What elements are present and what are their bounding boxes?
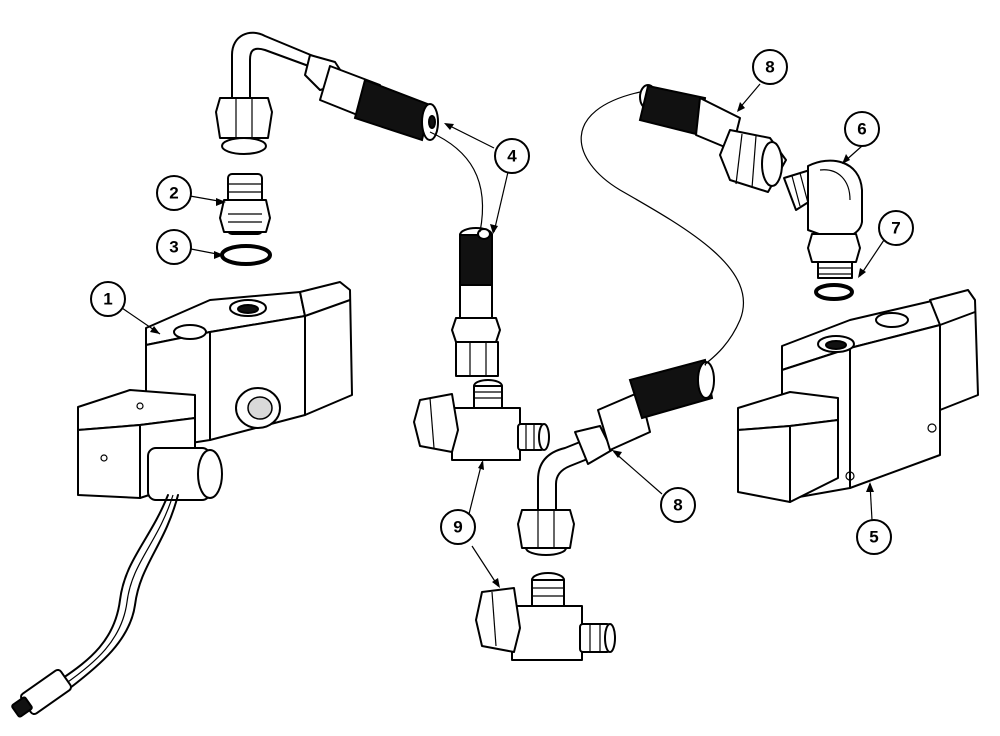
upper-right-hose xyxy=(638,84,787,193)
callout-1: 1 xyxy=(90,281,126,317)
callout-7-label: 7 xyxy=(891,219,900,238)
callout-6-label: 6 xyxy=(857,120,866,139)
callout-4-label: 4 xyxy=(507,147,517,166)
callout-4: 4 xyxy=(494,138,530,174)
callout-7: 7 xyxy=(878,210,914,246)
callout-8-upper: 8 xyxy=(752,49,788,85)
callout-8-lower: 8 xyxy=(660,487,696,523)
leader-lines xyxy=(121,83,885,588)
callout-3-label: 3 xyxy=(169,238,178,257)
fitting-2 xyxy=(219,173,271,235)
left-solenoid-valve xyxy=(11,281,353,718)
callout-8-lower-label: 8 xyxy=(673,496,682,515)
callout-5: 5 xyxy=(856,519,892,555)
callout-9-label: 9 xyxy=(453,518,462,537)
callout-6: 6 xyxy=(844,111,880,147)
callout-5-label: 5 xyxy=(869,528,878,547)
callout-2-label: 2 xyxy=(169,184,178,203)
o-ring-3 xyxy=(220,244,272,266)
callout-3: 3 xyxy=(156,229,192,265)
right-valve xyxy=(737,289,979,503)
callout-8-upper-label: 8 xyxy=(765,58,774,77)
callout-2: 2 xyxy=(156,175,192,211)
lower-hose-assembly xyxy=(517,358,715,556)
upper-hose-assembly xyxy=(215,31,439,142)
elbow-fitting-6 xyxy=(783,159,863,279)
tee-fitting-9-upper xyxy=(413,379,550,461)
o-ring-7 xyxy=(814,283,854,301)
callout-1-label: 1 xyxy=(103,290,112,309)
vertical-hose-end xyxy=(451,227,501,377)
tee-fitting-9-lower xyxy=(475,572,616,661)
callout-9: 9 xyxy=(440,509,476,545)
